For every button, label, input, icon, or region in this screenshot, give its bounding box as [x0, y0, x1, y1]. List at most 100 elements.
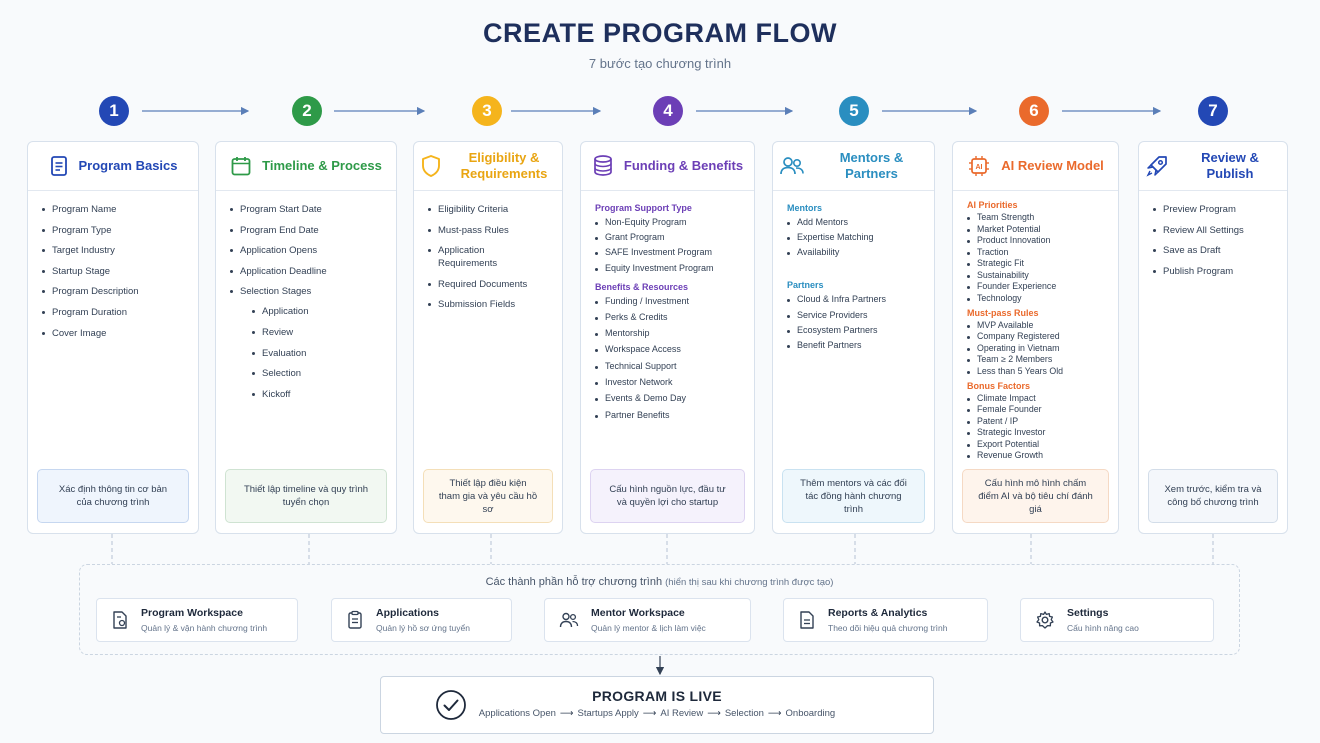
list-item: Eligibility Criteria: [428, 203, 554, 216]
list-item: Technical Support: [595, 361, 746, 372]
list-item: Equity Investment Program: [595, 263, 746, 274]
list-item: Program Duration: [42, 306, 190, 319]
component-desc: Theo dõi hiệu quả chương trình: [828, 623, 948, 633]
list-item: MVP Available: [967, 320, 1110, 330]
list-item: Investor Network: [595, 377, 746, 388]
section-heading: Program Support Type: [595, 203, 692, 213]
component-desc: Quản lý mentor & lịch làm việc: [591, 623, 706, 633]
document-icon: [50, 156, 67, 176]
arrow-right-icon: ⟶: [642, 708, 657, 719]
ai-chip-icon: AI: [969, 156, 990, 176]
component-name: Settings: [1067, 607, 1109, 619]
gear-icon: [1036, 611, 1054, 629]
list-item: Climate Impact: [967, 393, 1110, 403]
section-heading: Bonus Factors: [967, 380, 1031, 391]
component-program-workspace[interactable]: Program Workspace Quản lý & vận hành chư…: [96, 598, 298, 642]
report-icon: [800, 611, 814, 629]
step-title: Eligibility & Requirements: [460, 150, 548, 181]
step-card-funding-benefits: Funding & Benefits Program Support Type …: [580, 141, 755, 534]
list-item: Team Strength: [967, 212, 1110, 222]
page-subtitle: 7 bước tạo chương trình: [588, 56, 732, 71]
list-item: Team ≥ 2 Members: [967, 354, 1110, 364]
list-item: Add Mentors: [787, 217, 926, 228]
coins-icon: [594, 155, 612, 176]
sub-list-item: Application: [252, 305, 388, 318]
users-icon: [780, 157, 804, 175]
list-item: Traction: [967, 247, 1110, 257]
list-item: Submission Fields: [428, 298, 554, 311]
list-item: Mentorship: [595, 328, 746, 339]
users-icon: [559, 612, 579, 628]
list-item: Ecosystem Partners: [787, 325, 926, 336]
list-item: Benefit Partners: [787, 340, 926, 351]
list-item: Less than 5 Years Old: [967, 366, 1110, 376]
step-summary: Thiết lập timeline và quy trình tuyển ch…: [225, 469, 387, 523]
list-item: Export Potential: [967, 439, 1110, 449]
shield-icon: [422, 155, 440, 177]
component-desc: Quản lý hồ sơ ứng tuyển: [376, 623, 470, 633]
list-item: Publish Program: [1153, 265, 1279, 278]
step-summary: Thiết lập điều kiện tham gia và yêu cầu …: [423, 469, 553, 523]
sub-list-item: Selection: [252, 367, 388, 380]
component-applications[interactable]: Applications Quản lý hồ sơ ứng tuyển: [331, 598, 512, 642]
list-item: Company Registered: [967, 331, 1110, 341]
component-name: Reports & Analytics: [828, 607, 928, 619]
list-item: Program Name: [42, 203, 190, 216]
list-item: Selection Stages Application Review Eval…: [230, 285, 388, 400]
list-item: Strategic Fit: [967, 258, 1110, 268]
list-item: Sustainability: [967, 270, 1110, 280]
clipboard-icon: [348, 610, 362, 629]
list-item: Program Start Date: [230, 203, 388, 216]
component-settings[interactable]: Settings Cấu hình nâng cao: [1020, 598, 1214, 642]
list-item: Startup Stage: [42, 265, 190, 278]
list-item: Cloud & Infra Partners: [787, 294, 926, 305]
live-flow: Applications Open⟶Startups Apply⟶AI Revi…: [381, 708, 933, 719]
step-title: Review & Publish: [1201, 150, 1259, 181]
list-item: SAFE Investment Program: [595, 247, 746, 258]
page-title: CREATE PROGRAM FLOW: [483, 18, 837, 48]
step-card-eligibility: Eligibility & Requirements Eligibility C…: [413, 141, 563, 534]
step-title: AI Review Model: [1001, 158, 1104, 173]
list-item: Founder Experience: [967, 281, 1110, 291]
component-desc: Cấu hình nâng cao: [1067, 623, 1139, 633]
support-title-text: Các thành phần hỗ trợ chương trình: [485, 576, 663, 588]
step-title: Program Basics: [78, 158, 178, 173]
section-heading: Benefits & Resources: [595, 281, 689, 292]
step-card-timeline-process: Timeline & Process Program Start Date Pr…: [215, 141, 397, 534]
list-item: Female Founder: [967, 404, 1110, 414]
step-title: Mentors & Partners: [839, 150, 904, 181]
list-item: Workspace Access: [595, 344, 746, 355]
list-item: Revenue Growth: [967, 450, 1110, 460]
list-item: Product Innovation: [967, 235, 1110, 245]
support-components-panel: Các thành phần hỗ trợ chương trình (hiển…: [79, 564, 1240, 655]
component-mentor-workspace[interactable]: Mentor Workspace Quản lý mentor & lịch l…: [544, 598, 751, 642]
step-number-3: 3: [472, 96, 502, 126]
flow-step: Applications Open: [478, 708, 556, 719]
list-item: Application Deadline: [230, 265, 388, 278]
list-item: Program Type: [42, 224, 190, 237]
list-item: Application Opens: [230, 244, 388, 257]
program-live-panel: PROGRAM IS LIVE Applications Open⟶Startu…: [380, 676, 934, 734]
list-item: Required Documents: [428, 278, 554, 291]
support-hint: (hiển thị sau khi chương trình được tạo): [665, 577, 834, 588]
sub-list-item: Evaluation: [252, 347, 388, 360]
section-heading: Mentors: [787, 203, 823, 213]
list-item: Expertise Matching: [787, 232, 926, 243]
list-item: Program Description: [42, 285, 190, 298]
list-item: Target Industry: [42, 244, 190, 257]
list-item: Patent / IP: [967, 416, 1110, 426]
list-item: Preview Program: [1153, 203, 1279, 216]
flow-step: AI Review: [660, 708, 704, 719]
svg-text:AI: AI: [976, 164, 983, 171]
list-item: Perks & Credits: [595, 312, 746, 323]
step-summary: Cấu hình mô hình chấm điểm AI và bộ tiêu…: [962, 469, 1109, 523]
step-card-ai-review: AI AI Review Model AI Priorities Team St…: [952, 141, 1119, 534]
list-item: Strategic Investor: [967, 427, 1110, 437]
list-item: Partner Benefits: [595, 410, 746, 421]
flow-step: Onboarding: [785, 708, 836, 719]
list-item: Technology: [967, 293, 1110, 303]
calendar-icon: [231, 157, 251, 176]
component-desc: Quản lý & vận hành chương trình: [141, 623, 268, 633]
component-reports-analytics[interactable]: Reports & Analytics Theo dõi hiệu quả ch…: [783, 598, 988, 642]
list-item: Must-pass Rules: [428, 224, 554, 237]
